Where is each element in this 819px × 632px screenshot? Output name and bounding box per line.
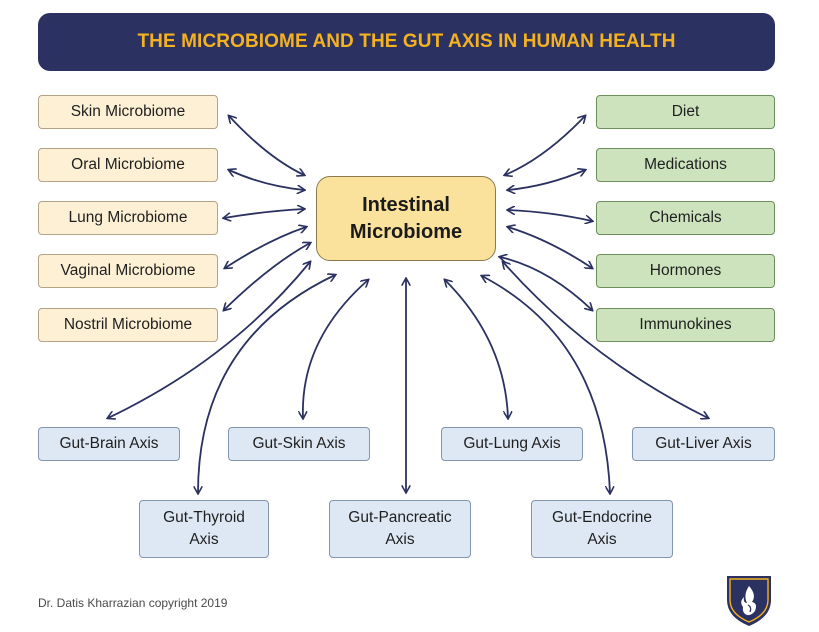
gut-skin-axis-box: Gut-Skin Axis bbox=[228, 427, 370, 461]
arrow-immunokines bbox=[500, 257, 592, 310]
arrow-lung bbox=[224, 209, 304, 218]
gut-thyroid-line-1: Gut-Thyroid bbox=[163, 508, 245, 526]
chemicals-box: Chemicals bbox=[596, 201, 775, 235]
lung-microbiome-box: Lung Microbiome bbox=[38, 201, 218, 235]
arrow-oral bbox=[229, 170, 304, 190]
intestinal-microbiome-box: Intestinal Microbiome bbox=[316, 176, 496, 261]
center-line-1: Intestinal bbox=[362, 193, 450, 216]
arrow-chemicals bbox=[508, 210, 592, 221]
diagram-title: THE MICROBIOME AND THE GUT AXIS IN HUMAN… bbox=[137, 31, 676, 52]
gut-thyroid-axis-box: Gut-Thyroid Axis bbox=[139, 500, 269, 558]
arrow-gut-lung bbox=[445, 280, 508, 418]
gut-pancreatic-axis-box: Gut-Pancreatic Axis bbox=[329, 500, 471, 558]
hormones-box: Hormones bbox=[596, 254, 775, 288]
arrow-gut-liver bbox=[503, 262, 708, 418]
gut-pancreatic-line-2: Axis bbox=[385, 531, 415, 548]
title-banner: THE MICROBIOME AND THE GUT AXIS IN HUMAN… bbox=[38, 13, 775, 71]
skin-microbiome-box: Skin Microbiome bbox=[38, 95, 218, 129]
oral-microbiome-box: Oral Microbiome bbox=[38, 148, 218, 182]
arrow-diet bbox=[505, 116, 585, 175]
copyright-footer: Dr. Datis Kharrazian copyright 2019 bbox=[38, 596, 228, 610]
arrow-skin bbox=[229, 116, 304, 175]
nostril-microbiome-box: Nostril Microbiome bbox=[38, 308, 218, 342]
diet-box: Diet bbox=[596, 95, 775, 129]
arrow-gut-skin bbox=[303, 280, 368, 418]
gut-lung-axis-box: Gut-Lung Axis bbox=[441, 427, 583, 461]
gut-liver-axis-box: Gut-Liver Axis bbox=[632, 427, 775, 461]
arrow-medications bbox=[508, 170, 585, 190]
vaginal-microbiome-box: Vaginal Microbiome bbox=[38, 254, 218, 288]
arrow-hormones bbox=[508, 227, 592, 268]
gut-endocrine-line-1: Gut-Endocrine bbox=[552, 508, 652, 526]
gut-endocrine-axis-box: Gut-Endocrine Axis bbox=[531, 500, 673, 558]
gut-pancreatic-line-1: Gut-Pancreatic bbox=[348, 508, 452, 526]
center-line-2: Microbiome bbox=[349, 220, 463, 243]
arrow-vaginal bbox=[225, 227, 306, 268]
shield-flame-logo-icon bbox=[727, 576, 771, 626]
gut-brain-axis-box: Gut-Brain Axis bbox=[38, 427, 180, 461]
gut-thyroid-line-2: Axis bbox=[189, 531, 219, 548]
immunokines-box: Immunokines bbox=[596, 308, 775, 342]
medications-box: Medications bbox=[596, 148, 775, 182]
gut-endocrine-line-2: Axis bbox=[587, 531, 617, 548]
